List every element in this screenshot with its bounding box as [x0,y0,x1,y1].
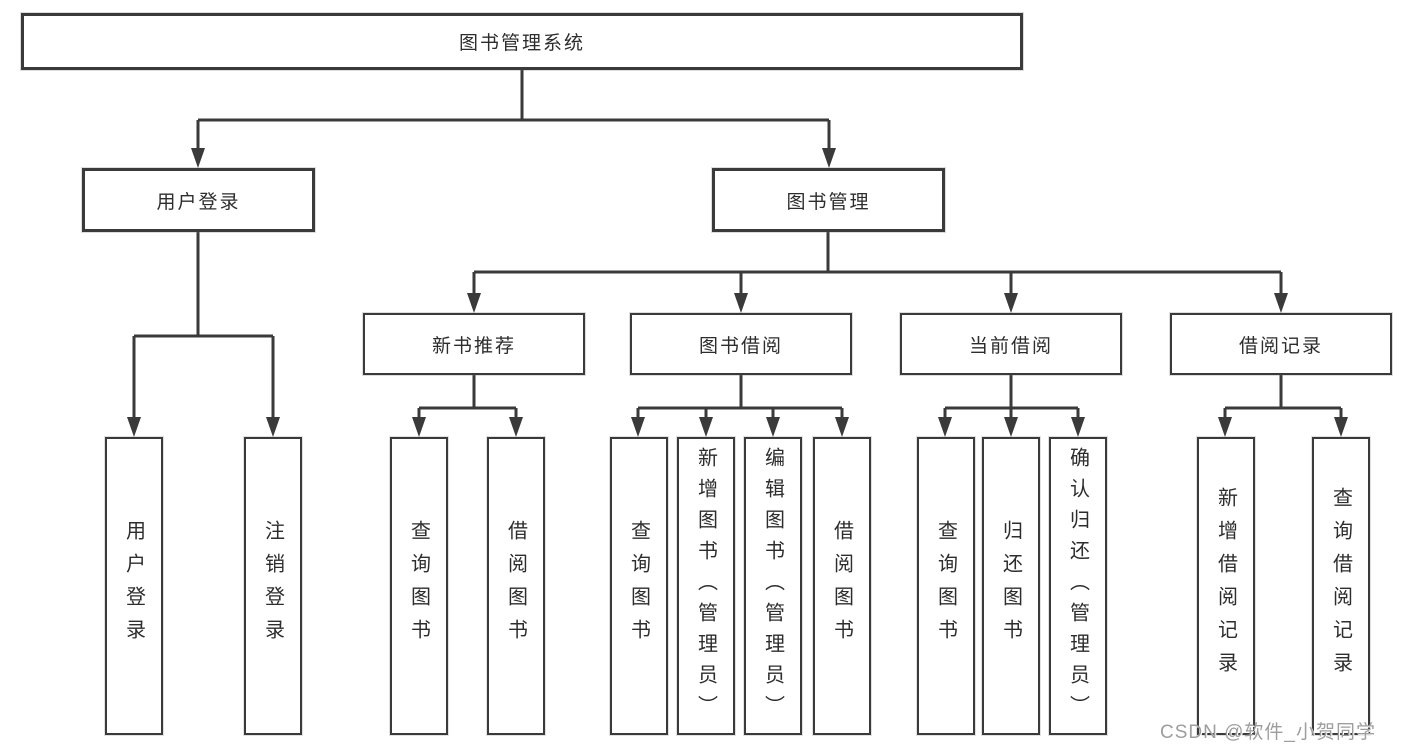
leaf-query-books-borrow: 查询图书 [610,437,668,735]
leaf-logout-label: 注销登录 [261,520,284,652]
leaf-borrow-books-recommend-label: 借阅图书 [504,520,527,652]
leaf-query-books-recommend-label: 查询图书 [407,520,430,652]
leaf-return-books: 归还图书 [982,437,1040,735]
leaf-query-borrow-record-label: 查询借阅记录 [1329,487,1352,685]
node-borrow-records: 借阅记录 [1170,313,1392,375]
node-book-management-label: 图书管理 [786,191,871,213]
node-user-login: 用户登录 [82,168,315,232]
leaf-add-borrow-record: 新增借阅记录 [1197,437,1255,735]
leaf-add-books-admin-label: 新增图书（管理员） [694,446,717,726]
leaf-query-books-current: 查询图书 [917,437,975,735]
node-current-borrow-label: 当前借阅 [968,335,1053,357]
leaf-add-books-admin: 新增图书（管理员） [677,437,735,735]
leaf-query-books-current-label: 查询图书 [934,520,957,652]
node-book-borrow: 图书借阅 [630,313,852,375]
leaf-confirm-return-admin: 确认归还（管理员） [1049,437,1107,735]
node-new-book-recommend-label: 新书推荐 [431,335,516,357]
node-borrow-records-label: 借阅记录 [1238,335,1323,357]
leaf-logout: 注销登录 [244,437,302,735]
leaf-edit-books-admin-label: 编辑图书（管理员） [761,446,784,726]
node-user-login-label: 用户登录 [156,191,241,213]
leaf-return-books-label: 归还图书 [999,520,1022,652]
leaf-add-borrow-record-label: 新增借阅记录 [1214,487,1237,685]
leaf-query-books-recommend: 查询图书 [390,437,448,735]
leaf-query-borrow-record: 查询借阅记录 [1312,437,1370,735]
leaf-borrow-books: 借阅图书 [813,437,871,735]
leaf-confirm-return-admin-label: 确认归还（管理员） [1066,446,1089,726]
csdn-watermark: CSDN @软件_小贺同学 [1160,722,1376,743]
node-current-borrow: 当前借阅 [900,313,1122,375]
leaf-borrow-books-label: 借阅图书 [830,520,853,652]
leaf-borrow-books-recommend: 借阅图书 [487,437,545,735]
leaf-query-books-borrow-label: 查询图书 [627,520,650,652]
leaf-edit-books-admin: 编辑图书（管理员） [744,437,802,735]
node-root-system: 图书管理系统 [21,13,1023,70]
leaf-user-login: 用户登录 [105,437,163,735]
node-book-management: 图书管理 [712,168,945,232]
node-new-book-recommend: 新书推荐 [363,313,585,375]
node-root-label: 图书管理系统 [458,33,585,54]
node-book-borrow-label: 图书借阅 [698,335,783,357]
leaf-user-login-label: 用户登录 [122,520,145,652]
